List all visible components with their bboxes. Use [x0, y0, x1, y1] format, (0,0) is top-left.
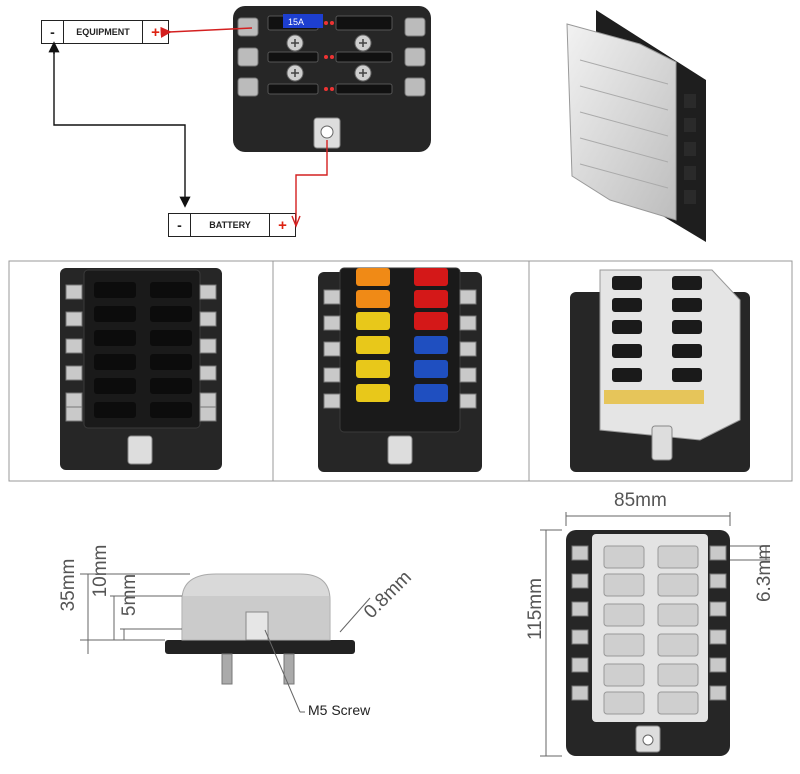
fuse-block-top-view [540, 512, 770, 757]
battery-label-box: - BATTERY + [168, 213, 296, 237]
battery-label: BATTERY [209, 220, 251, 230]
fuse-block-covered-perspective [566, 10, 706, 242]
equipment-label: EQUIPMENT [76, 27, 130, 37]
dim-base-height-label: 10mm [90, 544, 111, 598]
screw-label: M5 Screw [308, 702, 371, 718]
wire-battery-positive [291, 140, 328, 228]
equipment-plus: + [142, 21, 168, 43]
fuse-block-side-profile [80, 573, 371, 713]
dim-height-label: 115mm [525, 578, 546, 640]
fuse-block-labeled-cover [570, 269, 750, 472]
fuse-block-empty [60, 268, 222, 470]
dim-width-label: 85mm [614, 490, 667, 511]
wire-negative [48, 41, 191, 208]
dim-total-height-label: 35mm [58, 558, 79, 612]
fuse-block-wiring [233, 6, 431, 152]
battery-minus: - [169, 214, 191, 236]
fuse-block-with-fuses [318, 267, 482, 472]
equipment-minus: - [42, 21, 64, 43]
wire-equipment-positive [160, 26, 253, 38]
equipment-label-box: - EQUIPMENT + [41, 20, 169, 44]
battery-plus: + [269, 214, 295, 236]
dim-plate-height-label: 5mm [119, 573, 140, 617]
fuse-rating-text: 15A [288, 17, 304, 27]
dim-terminal-width-label: 6.3mm [754, 543, 775, 603]
